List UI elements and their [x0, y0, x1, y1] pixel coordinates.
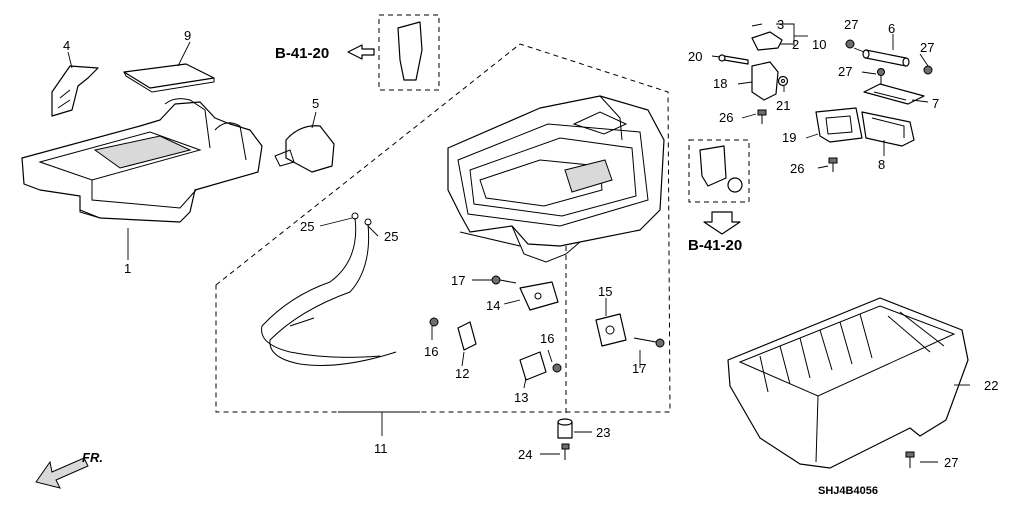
part-12-clip — [457, 321, 477, 351]
callout-7: 7 — [932, 96, 939, 111]
callout-21: 21 — [776, 98, 790, 113]
screw-26-b — [828, 157, 838, 172]
arrow-down-ref — [703, 211, 741, 235]
main-console-frame — [447, 95, 665, 263]
ref-label-right: B-41-20 — [688, 237, 742, 254]
callout-27-d: 27 — [944, 455, 958, 470]
callout-18: 18 — [713, 76, 727, 91]
part-2-knob — [751, 31, 783, 51]
inset-box-top — [378, 14, 440, 91]
callout-5: 5 — [312, 96, 319, 111]
part-23-spacer — [557, 418, 573, 439]
callout-26-b: 26 — [790, 161, 804, 176]
callout-12: 12 — [455, 366, 469, 381]
group-box-11 — [215, 43, 671, 414]
callout-27-b: 27 — [920, 40, 934, 55]
leader-lines — [67, 23, 970, 463]
part-19-bracket — [815, 107, 863, 143]
bolt-24 — [561, 443, 570, 460]
part-1-console-tray — [21, 98, 263, 223]
callout-19: 19 — [782, 130, 796, 145]
callout-10: 10 — [812, 37, 826, 52]
screw-27-d — [905, 451, 915, 468]
screw-27-c — [877, 68, 885, 84]
part-7-latch-plate — [863, 83, 925, 105]
callout-16-a: 16 — [424, 344, 438, 359]
callout-13: 13 — [514, 390, 528, 405]
bolt-16-a — [429, 317, 439, 327]
part-9-mat — [123, 63, 215, 93]
callout-20: 20 — [688, 49, 702, 64]
part-13-clip — [519, 351, 547, 381]
bolt-16-b — [552, 363, 562, 373]
callout-26-a: 26 — [719, 110, 733, 125]
part-3-pin — [751, 23, 763, 27]
callout-3: 3 — [777, 17, 784, 32]
callout-17-a: 17 — [451, 273, 465, 288]
callout-25-b: 25 — [384, 229, 398, 244]
front-label: FR. — [82, 450, 103, 465]
part-22-storage-bin — [727, 297, 969, 469]
callout-23: 23 — [596, 425, 610, 440]
part-14-bracket — [519, 281, 559, 311]
callout-17-b: 17 — [632, 361, 646, 376]
part-20-bolt — [718, 54, 749, 65]
inset-box-right — [688, 139, 750, 203]
callout-1: 1 — [124, 261, 131, 276]
part-21-washer — [777, 75, 789, 87]
callout-2: 2 — [792, 37, 799, 52]
screw-26-a — [757, 109, 767, 124]
part-15-hinge — [595, 313, 627, 347]
callout-27-c: 27 — [838, 64, 852, 79]
callout-16-b: 16 — [540, 331, 554, 346]
part-6-rod — [862, 49, 910, 67]
part-4-clip — [51, 65, 99, 117]
callout-24: 24 — [518, 447, 532, 462]
callout-11: 11 — [374, 441, 388, 456]
part-18-latch — [751, 61, 779, 101]
screw-27-b — [923, 65, 933, 75]
part-8-bracket — [861, 111, 915, 147]
bolt-17-a — [491, 275, 517, 285]
front-arrow — [35, 457, 89, 489]
screw-27-a — [845, 39, 855, 49]
callout-9: 9 — [184, 28, 191, 43]
bolt-17-b — [633, 337, 665, 348]
callout-4: 4 — [63, 38, 70, 53]
callout-25-a: 25 — [300, 219, 314, 234]
callout-8: 8 — [878, 157, 885, 172]
cable-25 — [261, 212, 397, 366]
callout-15: 15 — [598, 284, 612, 299]
diagram-code: SHJ4B4056 — [818, 485, 878, 497]
ref-label-top: B-41-20 — [275, 45, 329, 62]
callout-14: 14 — [486, 298, 500, 313]
callout-22: 22 — [984, 378, 998, 393]
part-5-cap — [274, 125, 335, 173]
callout-27-a: 27 — [844, 17, 858, 32]
arrow-left-ref — [347, 44, 375, 60]
callout-6: 6 — [888, 21, 895, 36]
